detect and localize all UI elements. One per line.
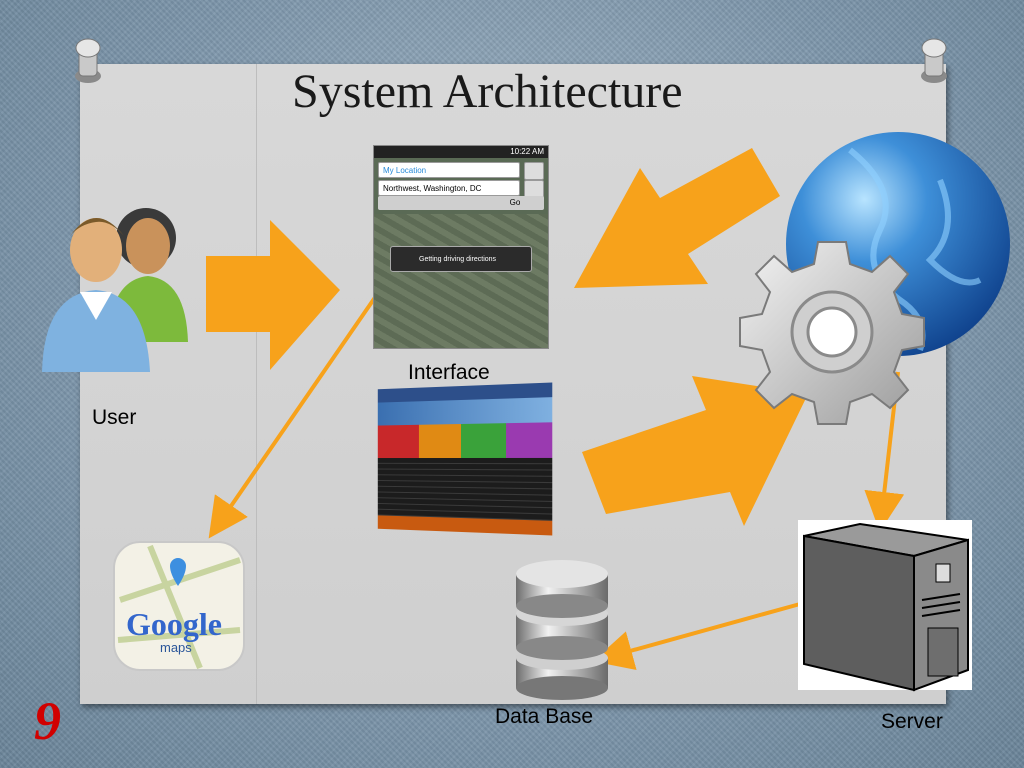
loading-toast: Getting driving directions bbox=[390, 246, 532, 272]
arrow-user-to-interface bbox=[206, 220, 340, 370]
server-icon bbox=[798, 520, 972, 692]
go-button: Go bbox=[509, 198, 521, 207]
user-label: User bbox=[92, 406, 137, 429]
phone-screenshot: 10:22 AM My Location Northwest, Washingt… bbox=[374, 146, 548, 348]
server-label: Server bbox=[881, 710, 943, 733]
arrow-web-to-interface bbox=[574, 148, 780, 288]
slide-divider bbox=[256, 64, 257, 704]
interface-label: Interface bbox=[408, 361, 490, 384]
travel-mode-bar: Go bbox=[378, 196, 544, 210]
destination-field: Northwest, Washington, DC bbox=[378, 180, 520, 196]
page-number: 9 bbox=[34, 691, 61, 751]
google-maps-icon bbox=[113, 541, 245, 671]
phone-status-bar: 10:22 AM bbox=[374, 146, 548, 158]
location-picker-icon bbox=[524, 162, 544, 180]
location-field: My Location bbox=[378, 162, 520, 178]
website-screenshot bbox=[377, 382, 553, 536]
maps-subtext: maps bbox=[160, 640, 192, 655]
database-label: Data Base bbox=[495, 705, 594, 728]
slide-title: System Architecture bbox=[292, 65, 683, 118]
user-icon bbox=[42, 208, 188, 372]
map-view bbox=[374, 214, 548, 348]
arrow-interface-to-web bbox=[582, 376, 808, 526]
gear-icon bbox=[739, 241, 925, 425]
google-logo-text: Google bbox=[126, 606, 222, 642]
arrow-interface-to-maps bbox=[208, 294, 378, 539]
arrow-server-to-database bbox=[592, 602, 801, 670]
database-icon bbox=[516, 560, 608, 700]
pushpin-icon bbox=[75, 38, 101, 83]
pushpin-icon bbox=[921, 38, 947, 83]
